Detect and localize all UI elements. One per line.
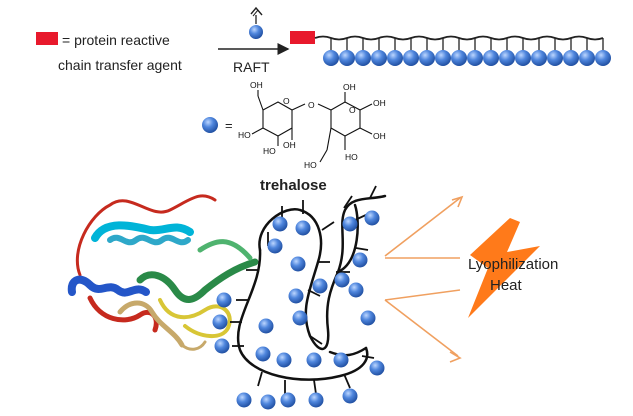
equals-sign: = <box>225 118 233 133</box>
trehalose-bead <box>308 392 324 408</box>
trehalose-bead <box>355 50 371 66</box>
conjugate-side-link <box>313 379 317 395</box>
trehalose-bead <box>280 392 296 408</box>
conjugate-side-link <box>257 371 263 387</box>
trehalose-bead <box>360 310 376 326</box>
raft-label: RAFT <box>233 59 270 75</box>
trehalose-bead <box>255 346 271 362</box>
trehalose-bead <box>334 272 350 288</box>
conjugate-side-link <box>343 373 351 389</box>
svg-text:O: O <box>283 96 290 106</box>
trehalose-bead <box>333 352 349 368</box>
cta-description-line2: chain transfer agent <box>58 57 182 73</box>
protein-ribbon <box>67 194 259 351</box>
trehalose-bead <box>323 50 339 66</box>
trehalose-label: trehalose <box>260 177 327 194</box>
svg-text:HO: HO <box>238 130 251 140</box>
trehalose-bead <box>276 352 292 368</box>
svg-text:HO: HO <box>263 146 276 156</box>
trehalose-bead <box>352 252 368 268</box>
trehalose-bead <box>214 338 230 354</box>
trehalose-bead <box>339 50 355 66</box>
trehalose-bead <box>348 282 364 298</box>
trehalose-bead <box>547 50 563 66</box>
trehalose-bead <box>369 360 385 376</box>
bead-symbol <box>202 117 218 133</box>
trehalose-bead <box>295 220 311 236</box>
polymer-chain <box>290 31 611 66</box>
svg-text:O: O <box>349 105 356 115</box>
trehalose-bead <box>342 216 358 232</box>
lightning-bolt-icon <box>468 218 540 318</box>
trehalose-bead <box>483 50 499 66</box>
trehalose-bead <box>267 238 283 254</box>
trehalose-bead <box>272 216 288 232</box>
trehalose-bead <box>260 394 276 410</box>
trehalose-bead <box>371 50 387 66</box>
trehalose-bead <box>403 50 419 66</box>
trehalose-bead <box>387 50 403 66</box>
trehalose-bead <box>342 388 358 404</box>
conjugate-side-link <box>343 195 353 209</box>
svg-text:HO: HO <box>304 160 317 170</box>
svg-text:HO: HO <box>345 152 358 162</box>
conjugate-side-link <box>309 335 323 345</box>
chain-cta-end <box>290 31 315 44</box>
svg-text:OH: OH <box>283 140 296 150</box>
conjugate-polymer <box>237 194 387 381</box>
trehalose-bead <box>579 50 595 66</box>
trehalose-bead <box>595 50 611 66</box>
trehalose-bead <box>258 318 274 334</box>
trehalose-bead <box>515 50 531 66</box>
svg-text:O: O <box>308 100 315 110</box>
trehalose-atom-labels: OH O OH O HO O OH HO OH OH HO OH HO <box>238 80 386 170</box>
svg-text:OH: OH <box>373 131 386 141</box>
conjugate-side-link <box>321 221 335 231</box>
trehalose-bead <box>212 314 228 330</box>
trehalose-bead <box>531 50 547 66</box>
trehalose-bead <box>499 50 515 66</box>
trehalose-bead <box>435 50 451 66</box>
trehalose-bead <box>292 310 308 326</box>
trehalose-bead <box>288 288 304 304</box>
monomer-icon <box>249 6 263 39</box>
conjugate-side-link <box>355 247 369 251</box>
trehalose-bead <box>216 292 232 308</box>
trehalose-bead <box>467 50 483 66</box>
cta-description-line1: = protein reactive <box>62 32 170 48</box>
cta-swatch <box>36 32 58 45</box>
svg-text:OH: OH <box>343 82 356 92</box>
svg-text:OH: OH <box>250 80 263 90</box>
trehalose-bead <box>312 278 328 294</box>
trehalose-bead <box>306 352 322 368</box>
trehalose-bead <box>236 392 252 408</box>
conjugate-side-link <box>369 185 377 199</box>
stress-line-lyophilization: Lyophilization <box>468 256 558 273</box>
trehalose-bead <box>563 50 579 66</box>
stress-line-heat: Heat <box>490 277 523 294</box>
svg-text:OH: OH <box>373 98 386 108</box>
conjugate-side-link <box>361 355 375 359</box>
trehalose-bead <box>451 50 467 66</box>
trehalose-bead <box>290 256 306 272</box>
conjugate-side-link <box>307 289 321 297</box>
trehalose-bead <box>419 50 435 66</box>
stress-arrows <box>384 195 464 363</box>
trehalose-structure <box>251 90 373 163</box>
trehalose-bead <box>364 210 380 226</box>
conjugate-side-chains <box>212 185 385 410</box>
